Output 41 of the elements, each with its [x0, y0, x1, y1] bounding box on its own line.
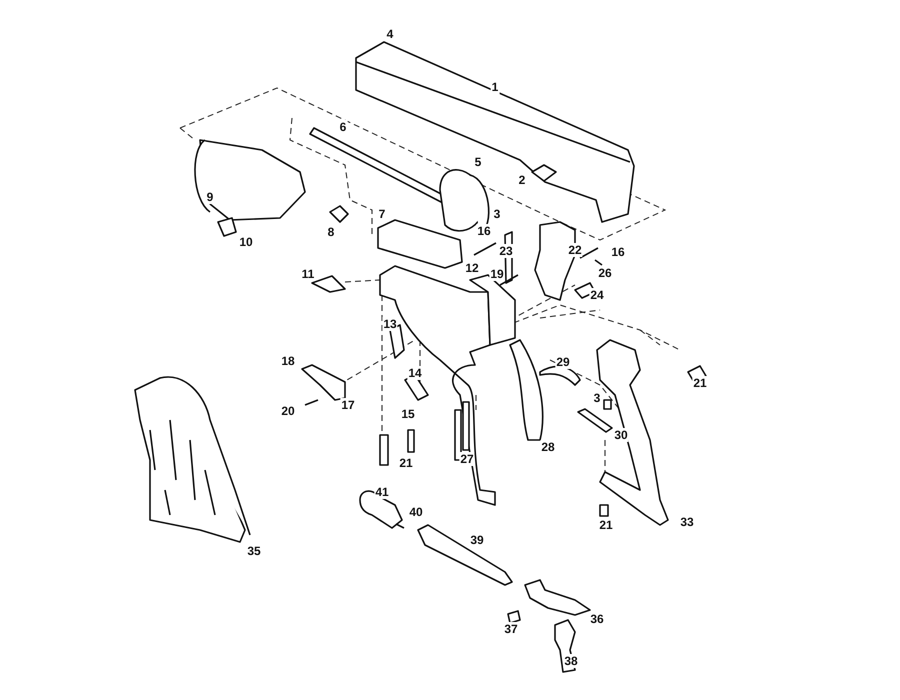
callout-number: 27 [459, 452, 475, 466]
callout-number: 28 [540, 440, 556, 454]
callout-number: 7 [378, 207, 386, 221]
callout-number: 16 [476, 224, 492, 238]
callout-number: 19 [489, 267, 505, 281]
callout-number: 5 [474, 155, 482, 169]
callout-number: 13 [382, 317, 398, 331]
callout-number: 21 [598, 518, 614, 532]
callout-number: 21 [692, 376, 708, 390]
callout-number: 21 [398, 456, 414, 470]
callout-number: 10 [238, 235, 254, 249]
callout-number: 26 [597, 266, 613, 280]
callout-number: 18 [280, 354, 296, 368]
callout-number: 4 [386, 27, 394, 41]
callout-number: 3 [492, 207, 502, 221]
callout-number: 3 [592, 391, 602, 405]
callout-number: 6 [338, 120, 348, 134]
callout-number: 20 [280, 404, 296, 418]
callout-number: 40 [408, 505, 424, 519]
callout-number: 15 [400, 407, 416, 421]
callout-number: 39 [469, 533, 485, 547]
callout-number: 41 [374, 485, 390, 499]
callout-number: 36 [589, 612, 605, 626]
callout-number: 35 [246, 544, 262, 558]
callout-number: 16 [610, 245, 626, 259]
callout-number: 8 [326, 225, 336, 239]
callout-number: 38 [563, 654, 579, 668]
callout-number: 24 [589, 288, 605, 302]
callout-number: 29 [555, 355, 571, 369]
callout-number: 23 [498, 244, 514, 258]
callout-number: 30 [613, 428, 629, 442]
callout-number: 11 [300, 267, 316, 281]
callout-number: 37 [503, 622, 519, 636]
callout-number: 2 [518, 173, 526, 187]
callout-number: 1 [490, 80, 500, 94]
callout-number: 33 [679, 515, 695, 529]
callout-number: 9 [206, 190, 214, 204]
callout-number: 12 [464, 261, 480, 275]
callout-number: 14 [407, 366, 423, 380]
callout-number: 22 [567, 243, 583, 257]
callout-number: 17 [340, 398, 356, 412]
